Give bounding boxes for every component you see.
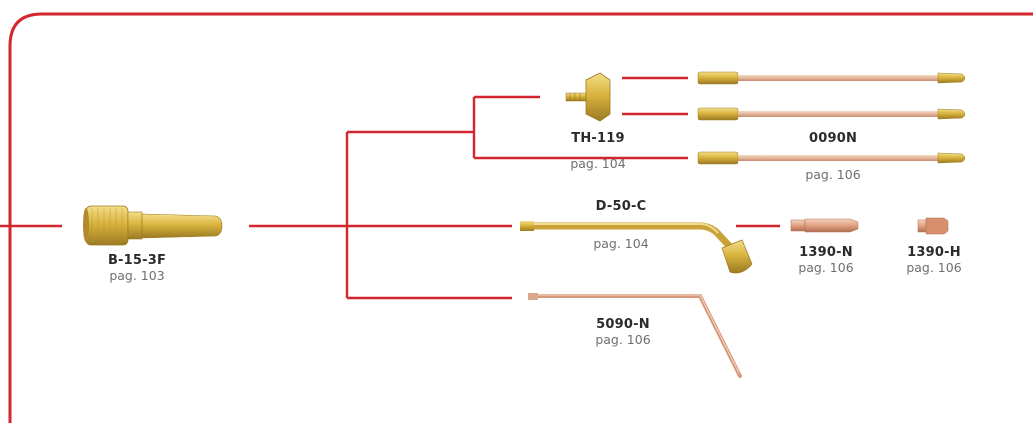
- page-ref: pag. 106: [906, 260, 961, 275]
- 5090-n-label: 5090-N pag. 106: [595, 317, 650, 347]
- th-119-label: TH-119 pag. 104: [570, 131, 625, 171]
- page-ref: pag. 103: [108, 268, 166, 283]
- part-code: 1390-H: [906, 245, 961, 260]
- page-ref: pag. 106: [595, 332, 650, 347]
- 1390-h-tip-image: [918, 218, 948, 234]
- b15-3f-label: B-15-3F pag. 103: [108, 253, 166, 283]
- part-code: 0090N: [805, 131, 860, 146]
- page-ref: pag. 104: [593, 236, 648, 251]
- d-50-c-label: D-50-C pag. 104: [593, 199, 648, 251]
- 1390-h-label: 1390-H pag. 106: [906, 245, 961, 275]
- part-code: TH-119: [570, 131, 625, 146]
- part-code: 5090-N: [595, 317, 650, 332]
- 1390-n-tip-image: [791, 219, 858, 232]
- b15-3f-handle-image: [83, 206, 222, 245]
- part-code: D-50-C: [593, 199, 648, 214]
- 0090n-tube-middle: [698, 108, 965, 120]
- page-ref: pag. 104: [570, 156, 625, 171]
- 0090n-label: 0090N pag. 106: [805, 131, 860, 182]
- part-code: 1390-N: [798, 245, 853, 260]
- part-code: B-15-3F: [108, 253, 166, 268]
- page-ref: pag. 106: [805, 167, 860, 182]
- 1390-n-label: 1390-N pag. 106: [798, 245, 853, 275]
- 0090n-tube-top: [698, 72, 965, 84]
- page-ref: pag. 106: [798, 260, 853, 275]
- th-119-image: [566, 73, 610, 121]
